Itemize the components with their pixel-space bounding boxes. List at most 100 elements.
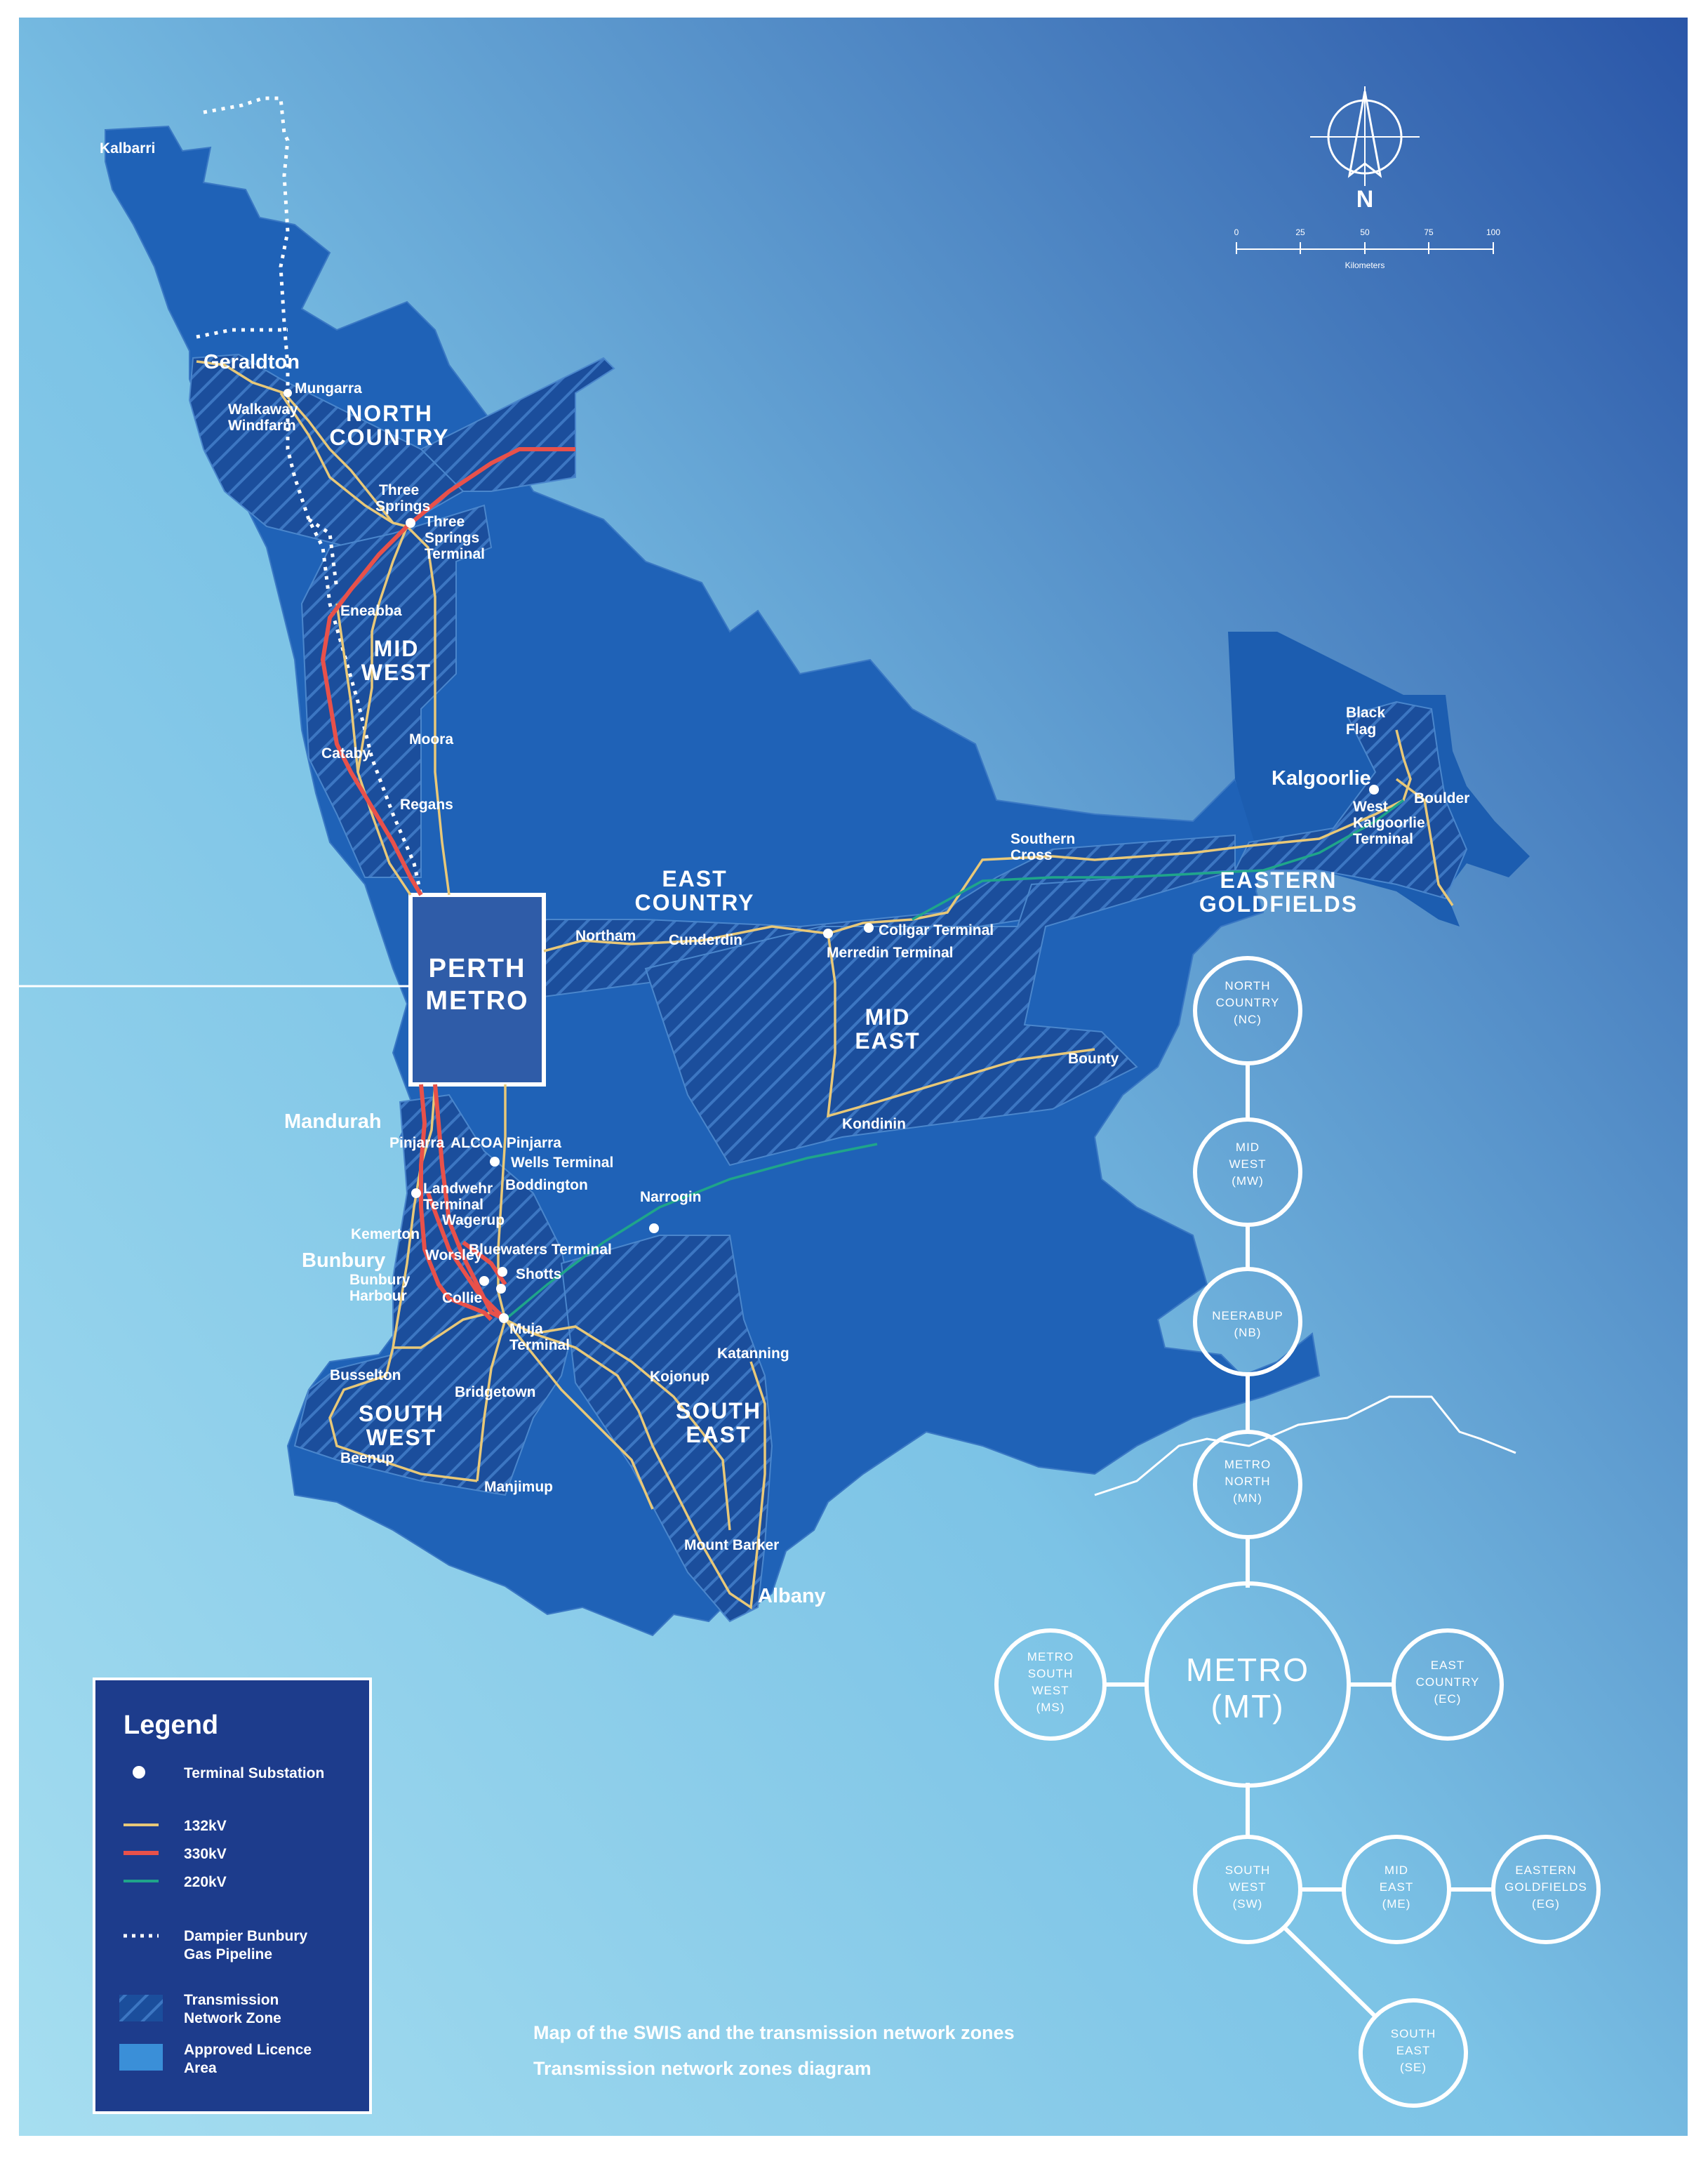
place-windfarm: Windfarm [228,418,296,434]
node-nb[interactable]: NEERABUP (NB) [1193,1267,1302,1376]
node-nc[interactable]: NORTH COUNTRY (NC) [1193,956,1302,1065]
place-geraldton: Geraldton [204,351,300,373]
zone-north-country-arm [420,357,615,492]
zone-mid-east [644,870,1236,1167]
zone-labels: NORTH COUNTRY MID WEST EAST COUNTRY MID … [329,401,1358,1450]
place-southern-cross-1: Southern [1010,831,1075,847]
node-se-line2: EAST [1396,2044,1430,2057]
perth-metro-line1: PERTH [429,954,526,983]
scale-bar: 0 25 50 75 100 Kilometers [1234,227,1501,270]
place-merredin-terminal: Merredin Terminal [827,945,954,961]
node-mn[interactable]: METRO NORTH (MN) [1193,1430,1302,1539]
place-wagerup: Wagerup [442,1212,505,1228]
legend-licence-swatch [119,2044,163,2071]
place-cataby: Cataby [321,745,371,762]
node-nb-line2: (NB) [1234,1326,1262,1339]
place-labels: Kalbarri Geraldton Mungarra Walkaway Win… [100,140,1469,1607]
substation-dot[interactable] [498,1267,507,1277]
node-mw-line3: (MW) [1232,1174,1264,1188]
place-beenup: Beenup [340,1450,394,1466]
place-walkaway: Walkaway [228,401,298,418]
legend-label-zone-1: Transmission [184,1992,279,2008]
node-se[interactable]: SOUTH EAST (SE) [1359,1998,1468,2108]
substation-dot[interactable] [411,1188,421,1198]
scale-unit-label: Kilometers [1345,260,1385,270]
node-mt-line1: METRO [1186,1652,1309,1688]
legend-label-pipeline-1: Dampier Bunbury [184,1928,308,1944]
substation-dot[interactable] [864,923,874,933]
node-ec[interactable]: EAST COUNTRY (EC) [1392,1628,1504,1741]
zone-north-country [188,353,465,556]
zone-label-north-country-2: COUNTRY [329,425,449,450]
node-nc-line2: COUNTRY [1216,996,1280,1009]
zone-label-south-west-1: SOUTH [359,1401,444,1426]
place-kemerton: Kemerton [351,1226,420,1242]
lines-220kv [504,799,1405,1321]
node-me-line2: EAST [1380,1880,1413,1894]
node-ms-line2: SOUTH [1028,1667,1074,1680]
node-ms-line4: (MS) [1036,1701,1065,1714]
substation-dot[interactable] [823,929,833,938]
edge-sw-se [1282,1925,1377,2019]
substation-dot[interactable] [406,518,415,528]
zone-south-east [560,1235,773,1623]
place-landwehr-1: Landwehr [423,1181,493,1197]
place-bridgetown: Bridgetown [455,1384,536,1400]
place-kondinin: Kondinin [842,1116,906,1132]
lines-132kv [196,360,1454,1610]
north-compass: N [1310,86,1420,213]
substation-dot[interactable] [496,1284,506,1294]
boundary-line-south [1094,1395,1516,1496]
place-muja-2: Terminal [509,1337,570,1353]
legend-zone-swatch [119,1995,163,2021]
place-mount-barker: Mount Barker [684,1537,779,1553]
place-mandurah: Mandurah [284,1110,382,1133]
zone-label-east-country-2: COUNTRY [634,890,754,915]
node-mw[interactable]: MID WEST (MW) [1193,1117,1302,1227]
node-eg[interactable]: EASTERN GOLDFIELDS (EG) [1491,1835,1601,1944]
place-manjimup: Manjimup [484,1479,553,1495]
place-boulder: Boulder [1414,790,1469,806]
perth-metro-box[interactable]: PERTH METRO [408,893,546,1087]
place-cunderdin: Cunderdin [669,932,742,948]
place-katanning: Katanning [717,1346,789,1362]
node-me[interactable]: MID EAST (ME) [1342,1835,1451,1944]
zone-label-eastern-goldfields-2: GOLDFIELDS [1199,891,1358,917]
substation-dot[interactable] [479,1276,489,1286]
legend-box [93,1678,372,2114]
node-mw-line1: MID [1236,1141,1260,1154]
place-bounty: Bounty [1068,1051,1119,1067]
node-mt[interactable]: METRO (MT) [1145,1581,1351,1788]
zone-label-south-west-2: WEST [366,1425,436,1450]
place-kojonup: Kojonup [650,1369,709,1385]
legend-label-pipeline-2: Gas Pipeline [184,1946,272,1962]
node-me-line3: (ME) [1382,1897,1411,1911]
scale-tick-0: 0 [1234,227,1239,237]
zone-label-mid-west-1: MID [374,636,420,661]
substation-dot[interactable] [1369,785,1379,795]
place-boddington: Boddington [505,1177,588,1193]
node-sw-line3: (SW) [1233,1897,1263,1911]
place-northam: Northam [575,928,636,944]
node-mn-line3: (MN) [1233,1492,1262,1505]
substation-dot[interactable] [499,1313,509,1323]
zone-label-south-east-2: EAST [686,1422,751,1447]
node-ms[interactable]: METRO SOUTH WEST (MS) [994,1628,1107,1741]
zone-label-mid-east-2: EAST [855,1028,920,1054]
node-eg-line2: GOLDFIELDS [1504,1880,1587,1894]
node-sw[interactable]: SOUTH WEST (SW) [1193,1835,1302,1944]
node-mn-line1: METRO [1225,1458,1271,1471]
substation-dot[interactable] [649,1223,659,1233]
place-worsley: Worsley [425,1247,483,1263]
substation-dot[interactable] [490,1157,500,1167]
substation-dot[interactable] [283,389,292,397]
place-collie: Collie [442,1290,482,1306]
zone-label-mid-east-1: MID [865,1004,911,1030]
scale-tick-75: 75 [1424,227,1434,237]
place-muja-1: Muja [509,1321,543,1337]
scale-tick-25: 25 [1295,227,1305,237]
legend-label-330kv: 330kV [184,1846,227,1862]
zone-label-south-east-1: SOUTH [676,1398,761,1423]
